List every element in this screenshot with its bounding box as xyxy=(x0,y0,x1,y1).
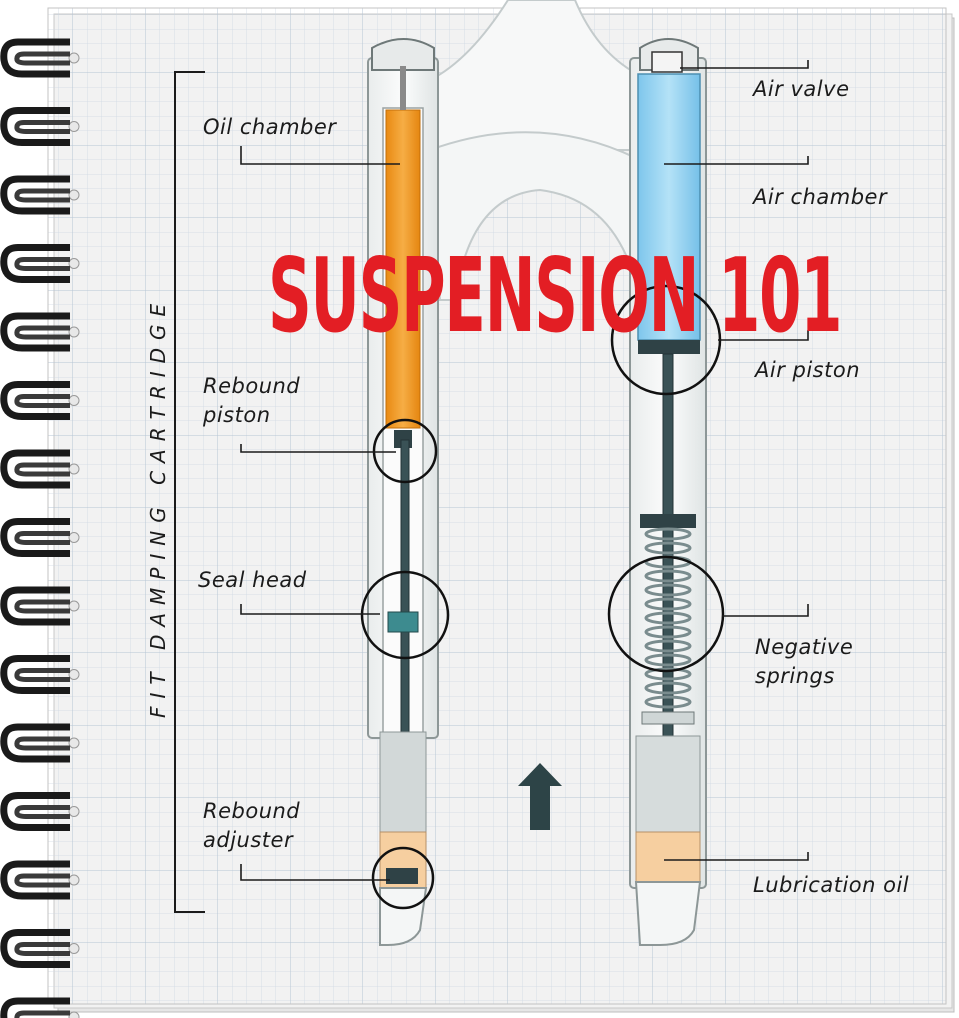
spiral-ring xyxy=(0,312,80,352)
side-label: FIT DAMPING CARTRIDGE xyxy=(146,295,170,718)
lubrication-oil-label: Lubrication oil xyxy=(753,873,910,897)
spring-coil xyxy=(644,541,692,555)
spring-coil xyxy=(644,639,692,653)
air-piston-label: Air piston xyxy=(755,358,861,382)
spiral-ring xyxy=(0,792,80,831)
spiral-ring xyxy=(0,381,80,420)
spiral-ring xyxy=(0,586,80,626)
spiral-ring xyxy=(0,723,80,763)
spiral-ring xyxy=(0,655,80,694)
spring-coil xyxy=(644,569,692,583)
callout-leaders xyxy=(240,60,809,881)
seal-head-label: Seal head xyxy=(198,568,307,592)
spring-coil xyxy=(644,597,692,611)
spiral-ring xyxy=(0,175,80,215)
spring-coil xyxy=(644,667,692,681)
spring-coil xyxy=(644,653,692,667)
cartridge-bracket xyxy=(174,71,205,913)
spiral-ring xyxy=(0,38,80,78)
oil-chamber-label: Oil chamber xyxy=(203,115,337,139)
spiral-ring xyxy=(0,997,80,1018)
spiral-ring xyxy=(0,860,80,900)
spring-coil xyxy=(644,625,692,639)
air-leg xyxy=(629,38,707,946)
air-chamber-label: Air chamber xyxy=(753,185,888,209)
spring-coil xyxy=(644,527,692,541)
spring-coil xyxy=(644,681,692,695)
spiral-ring xyxy=(0,244,80,283)
damper-leg xyxy=(367,38,439,946)
upward-arrow-icon xyxy=(518,763,562,830)
notebook-spiral-binding xyxy=(0,38,80,1018)
detail-circle-icon xyxy=(360,284,725,910)
page-title: SUSPENSION 101 xyxy=(268,236,842,357)
spring-coil xyxy=(644,695,692,709)
spiral-ring xyxy=(0,107,80,146)
air-valve-label: Air valve xyxy=(753,77,850,101)
spring-coil xyxy=(644,611,692,625)
spiral-ring xyxy=(0,929,80,968)
spring-coil xyxy=(644,583,692,597)
spiral-ring xyxy=(0,518,80,557)
spiral-ring xyxy=(0,449,80,489)
